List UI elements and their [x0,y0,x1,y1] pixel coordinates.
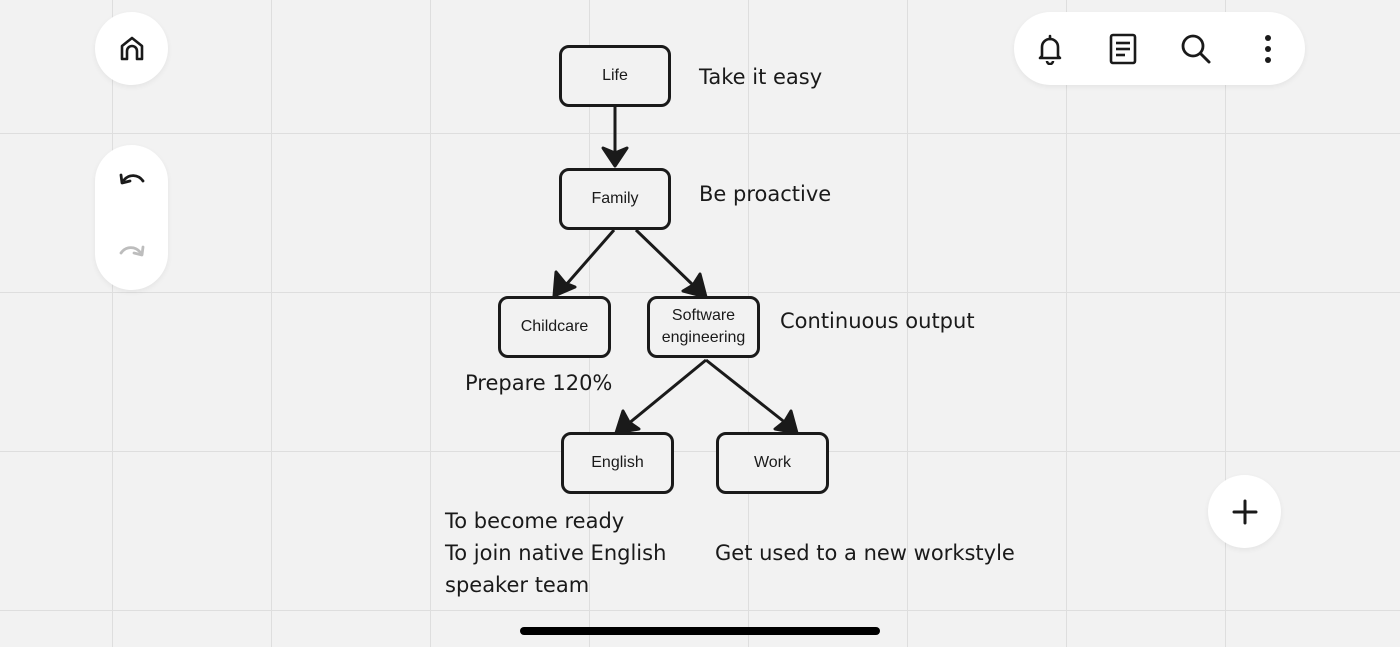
add-button[interactable] [1208,475,1281,548]
top-toolbar [1014,12,1305,85]
note-english[interactable]: To become ready To join native English s… [445,505,666,601]
node-life[interactable]: Life [559,45,671,107]
node-software-engineering[interactable]: Software engineering [647,296,760,358]
note-software[interactable]: Continuous output [780,309,975,333]
search-button[interactable] [1166,12,1226,85]
note-english-line-2: To join native English [445,541,667,565]
undo-button[interactable] [95,147,168,219]
note-english-line-3: speaker team [445,573,590,597]
note-life[interactable]: Take it easy [699,65,823,89]
node-family-label: Family [591,189,639,207]
undo-redo-group [95,145,168,290]
node-work[interactable]: Work [716,432,829,494]
edge-family-software [634,228,696,288]
home-indicator [520,627,880,635]
bell-icon [1038,34,1062,65]
node-life-label: Life [602,66,628,84]
node-childcare[interactable]: Childcare [498,296,611,358]
node-family[interactable]: Family [559,168,671,230]
home-icon [120,36,143,60]
node-work-label: Work [753,453,792,471]
home-button[interactable] [95,12,168,85]
search-icon [1181,34,1211,63]
node-software-label: Software engineering [661,306,746,346]
edge-software-english [627,358,707,426]
plus-icon [1232,499,1257,524]
note-family[interactable]: Be proactive [699,182,832,206]
edge-family-childcare [563,229,616,287]
node-english-label: English [591,453,644,471]
undo-icon [119,173,144,185]
redo-button[interactable] [95,219,168,291]
redo-icon [119,245,144,257]
more-vertical-icon [1265,34,1271,63]
notes-button[interactable] [1093,12,1153,85]
note-childcare[interactable]: Prepare 120% [465,371,613,395]
notifications-button[interactable] [1020,12,1080,85]
note-english-line-1: To become ready [445,509,625,533]
note-work[interactable]: Get used to a new workstyle [715,541,1015,565]
document-icon [1109,33,1137,64]
node-english[interactable]: English [561,432,674,494]
edge-software-work [705,358,788,426]
node-childcare-label: Childcare [520,317,589,335]
more-options-button[interactable] [1238,12,1298,85]
